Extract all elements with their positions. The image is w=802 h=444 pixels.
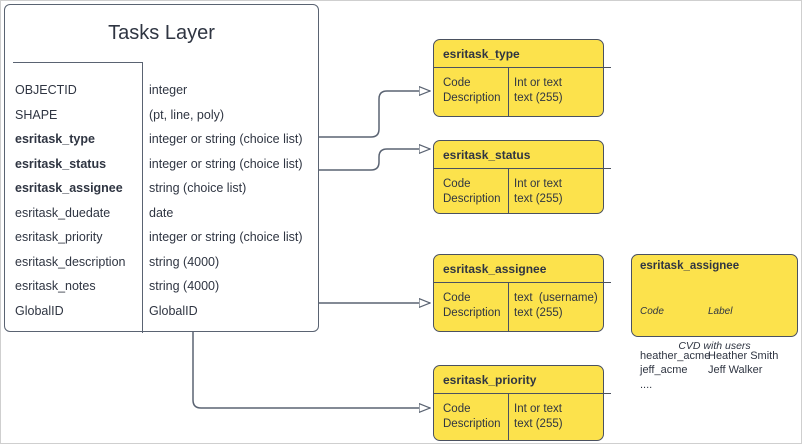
field-type: date — [149, 205, 174, 220]
domain-title: esritask_status — [443, 148, 531, 162]
field-name: esritask_type — [15, 132, 95, 146]
domain-column-divider — [508, 282, 509, 331]
table-row: OBJECTID integer — [5, 83, 318, 108]
domain-title: esritask_assignee — [443, 262, 547, 276]
field-name: OBJECTID — [15, 83, 77, 97]
field-type: (pt, line, poly) — [149, 107, 225, 122]
domain-divider — [434, 67, 611, 68]
field-name: esritask_priority — [15, 230, 103, 244]
tasks-layer-table: Tasks Layer OBJECTID integer SHAPE (pt, … — [4, 4, 319, 333]
field-name: esritask_description — [15, 254, 126, 269]
cvd-label-values: Heather Smith Jeff Walker — [708, 349, 779, 377]
domain-box-esritask-assignee: esritask_assignee Code Description text … — [433, 254, 611, 332]
table-row: GlobalID GlobalID — [5, 304, 318, 329]
table-row: SHAPE (pt, line, poly) — [5, 108, 318, 133]
field-type: integer or string (choice list) — [149, 132, 303, 146]
field-type: string (4000) — [149, 279, 220, 293]
domain-box-esritask-type: esritask_type Code Description Int or te… — [433, 39, 611, 117]
domain-divider — [434, 282, 611, 283]
domain-column-divider — [508, 67, 509, 116]
domain-column-divider — [508, 393, 509, 440]
field-list: OBJECTID integer SHAPE (pt, line, poly) … — [5, 83, 318, 328]
connector-type — [319, 91, 430, 138]
domain-column-divider — [508, 168, 509, 213]
table-row: esritask_description string (4000) — [5, 255, 318, 280]
table-row: esritask_assignee string (choice list) — [5, 181, 318, 206]
domain-box-esritask-priority: esritask_priority Code Description Int o… — [433, 365, 611, 441]
field-type: string (choice list) — [149, 181, 247, 195]
cvd-label-column: Label Heather Smith Jeff Walker — [708, 276, 778, 407]
domain-divider — [434, 393, 611, 394]
field-type: integer or string (choice list) — [149, 156, 303, 171]
table-row: esritask_priority integer or string (cho… — [5, 230, 318, 255]
field-type: GlobalID — [149, 303, 198, 318]
domain-types: text (username) text (255) — [514, 292, 598, 319]
cvd-code-header: Code — [640, 306, 664, 317]
field-name: SHAPE — [15, 107, 58, 122]
domain-types: Int or text text (255) — [514, 178, 563, 205]
table-row: esritask_type integer or string (choice … — [5, 132, 318, 157]
domain-types: Int or text text (255) — [514, 77, 563, 104]
domain-fields: Code Description — [443, 77, 501, 104]
table-row: esritask_duedate date — [5, 206, 318, 231]
table-row: esritask_status integer or string (choic… — [5, 157, 318, 182]
domain-box-esritask-status: esritask_status Code Description Int or … — [433, 140, 611, 214]
field-name: esritask_assignee — [15, 181, 123, 195]
cvd-label-header: Label — [708, 306, 733, 317]
domain-fields: Code Description — [443, 403, 501, 430]
domain-title: esritask_priority — [443, 373, 537, 387]
cvd-caption: CVD with users — [678, 340, 751, 352]
column-divider — [142, 62, 143, 333]
cvd-title: esritask_assignee — [640, 260, 740, 272]
field-name: esritask_notes — [15, 279, 96, 293]
table-row: esritask_notes string (4000) — [5, 279, 318, 304]
connector-status — [319, 149, 430, 171]
domain-fields: Code Description — [443, 292, 501, 319]
domain-divider — [434, 168, 611, 169]
header-divider — [13, 62, 143, 63]
cvd-code-values: heather_acme jeff_acme .... — [640, 349, 711, 391]
field-name: esritask_status — [15, 156, 107, 171]
field-name: GlobalID — [15, 303, 64, 318]
field-name: esritask_duedate — [15, 205, 111, 220]
domain-title: esritask_type — [443, 47, 520, 61]
field-type: string (4000) — [149, 254, 220, 269]
domain-fields: Code Description — [443, 178, 501, 205]
cvd-code-column: Code heather_acme jeff_acme .... — [640, 276, 710, 421]
field-type: integer — [149, 83, 188, 97]
field-type: integer or string (choice list) — [149, 230, 303, 244]
cvd-sample-box: esritask_assignee Code heather_acme jeff… — [631, 254, 798, 391]
page-title: Tasks Layer — [108, 22, 215, 44]
domain-types: Int or text text (255) — [514, 403, 563, 430]
